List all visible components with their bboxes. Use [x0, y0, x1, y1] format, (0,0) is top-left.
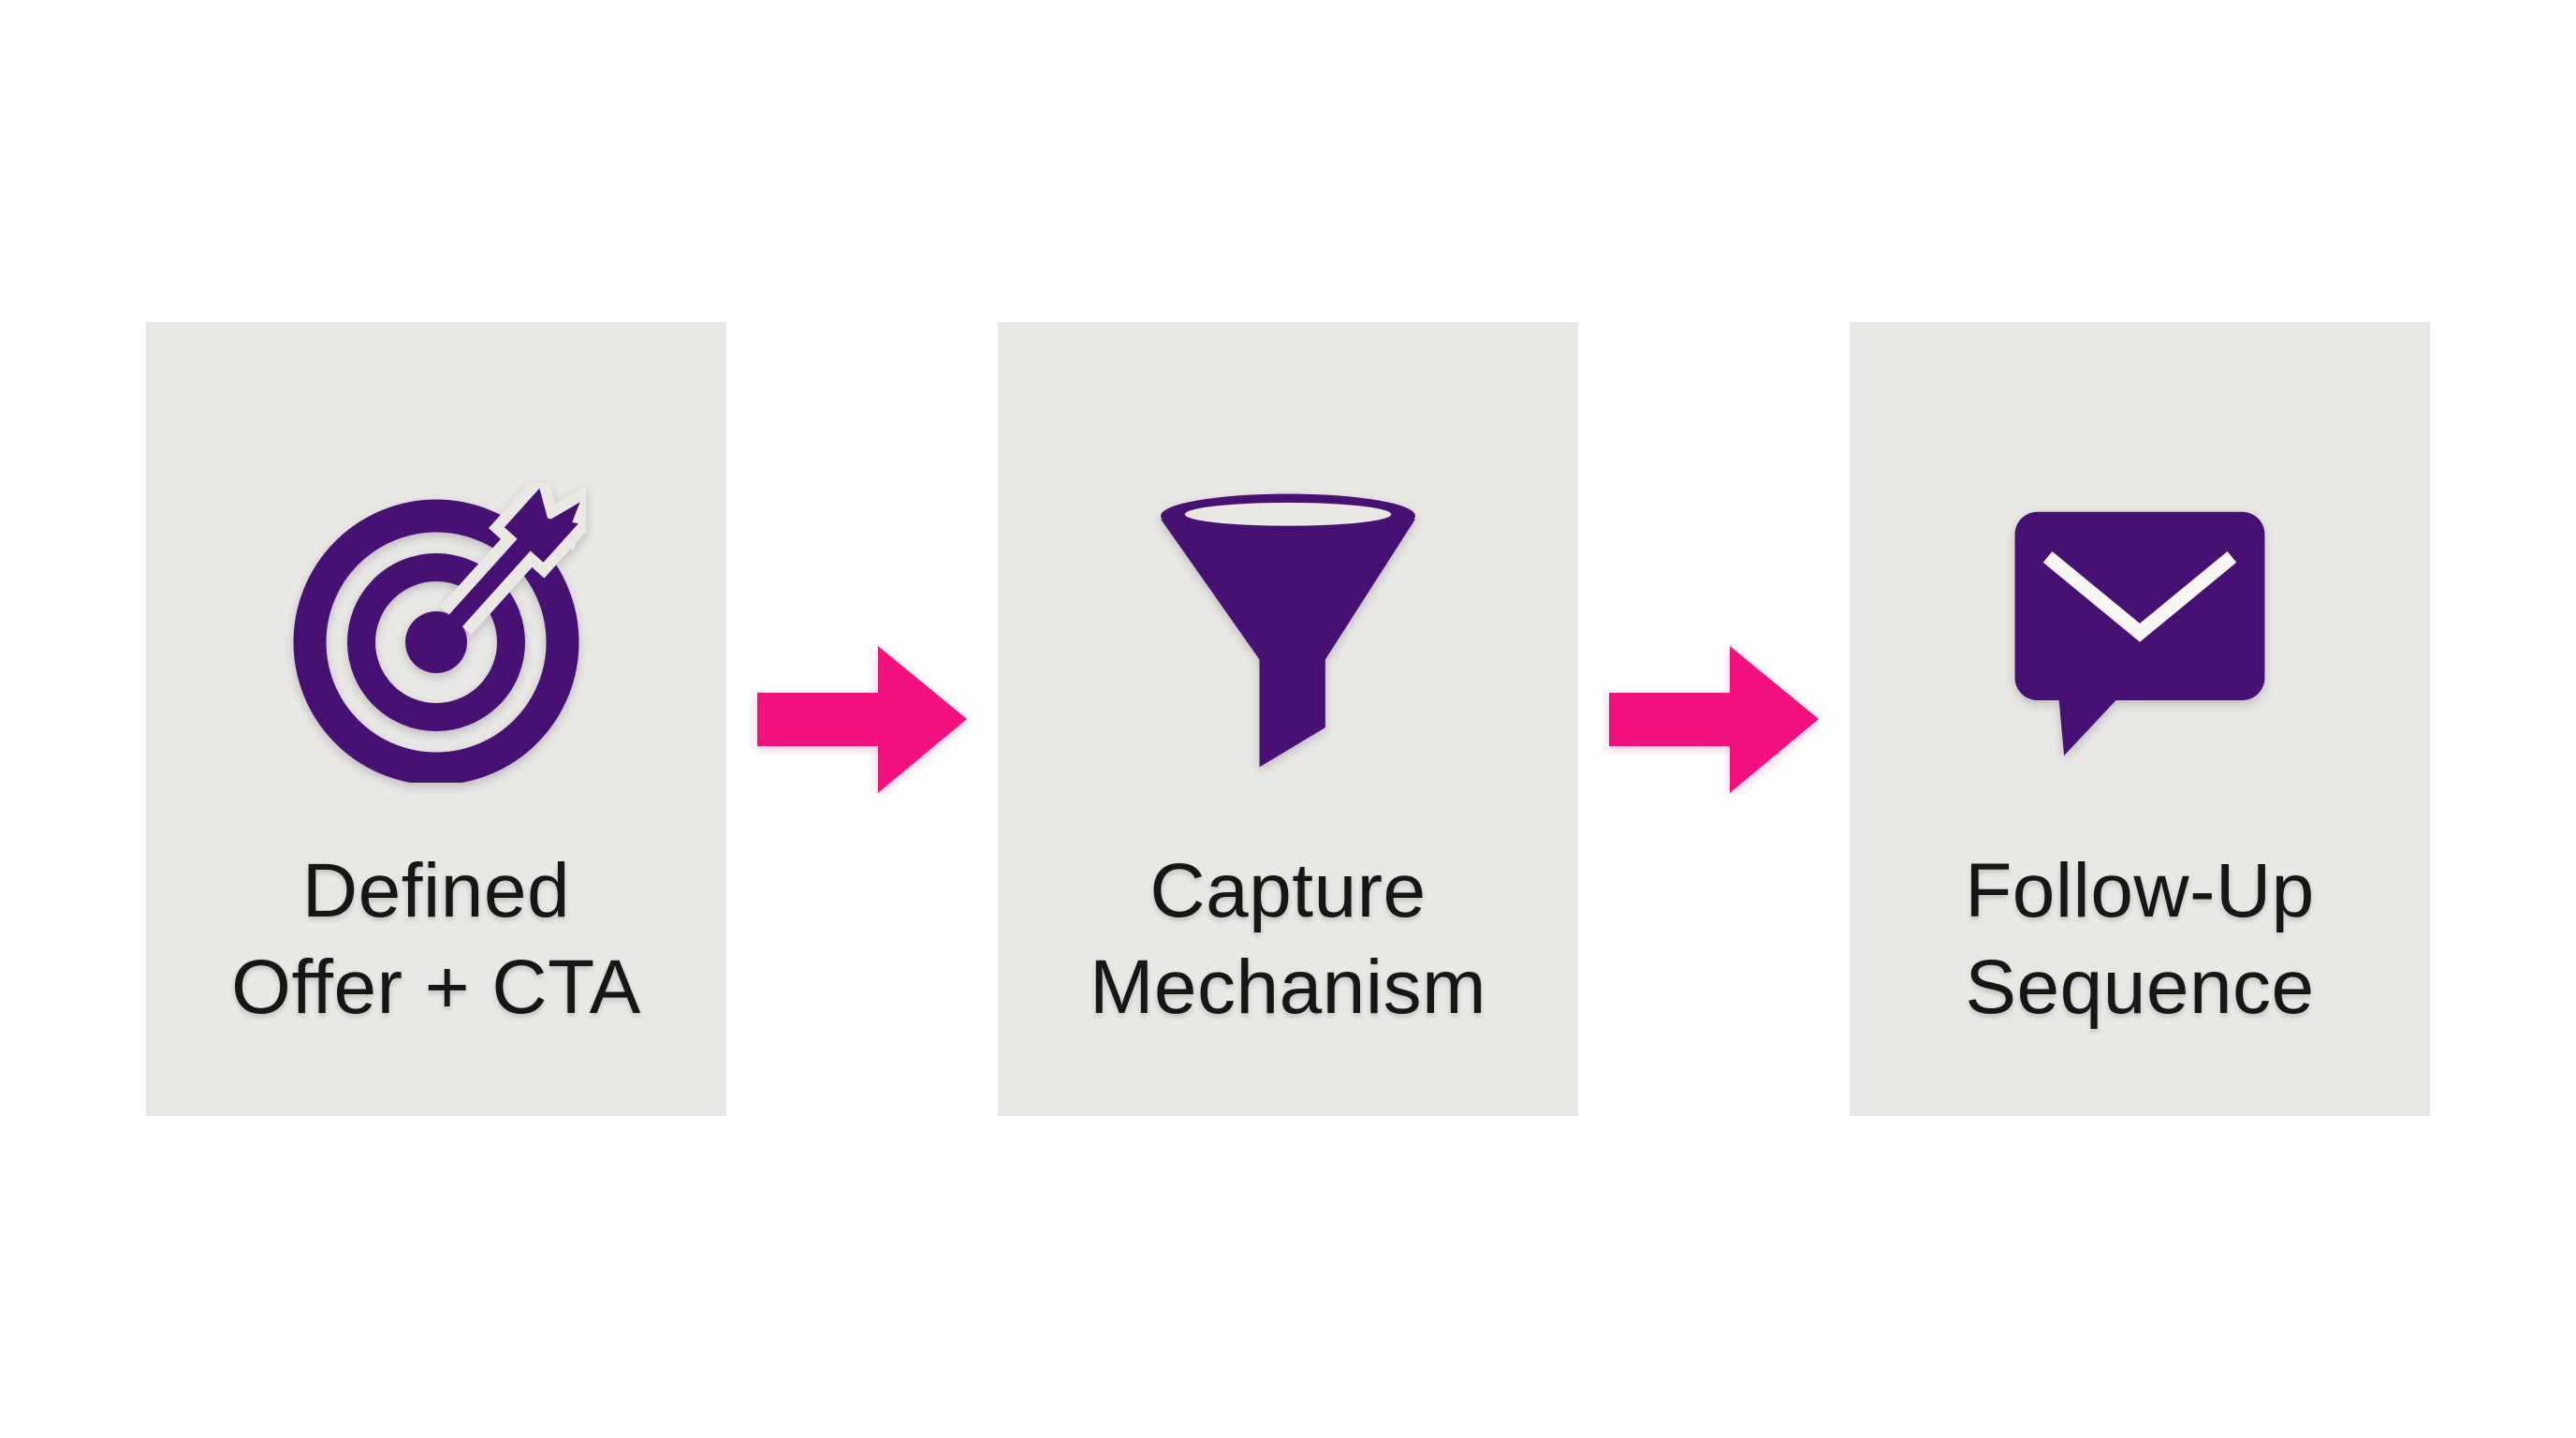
step-label: Defined Offer + CTA	[231, 848, 641, 1030]
step-card-defined-offer: Defined Offer + CTA	[146, 322, 726, 1116]
step-card-capture-mechanism: Capture Mechanism	[998, 322, 1578, 1116]
funnel-flow-diagram: Defined Offer + CTA Capture Mechanism	[146, 322, 2430, 1116]
right-arrow-icon	[757, 645, 967, 793]
step-label: Follow-Up Sequence	[1965, 848, 2315, 1030]
step-label: Capture Mechanism	[1090, 848, 1486, 1030]
step-icon-slot	[998, 483, 1578, 783]
right-arrow-icon	[1609, 645, 1819, 793]
step-icon-slot	[146, 483, 726, 783]
step-icon-slot	[1850, 483, 2430, 783]
funnel-icon	[1161, 493, 1415, 768]
message-envelope-icon	[2014, 511, 2265, 756]
target-bullseye-icon	[293, 483, 586, 783]
flow-arrow-gap	[1578, 322, 1850, 1116]
step-card-follow-up-sequence: Follow-Up Sequence	[1850, 322, 2430, 1116]
flow-arrow-gap	[726, 322, 998, 1116]
